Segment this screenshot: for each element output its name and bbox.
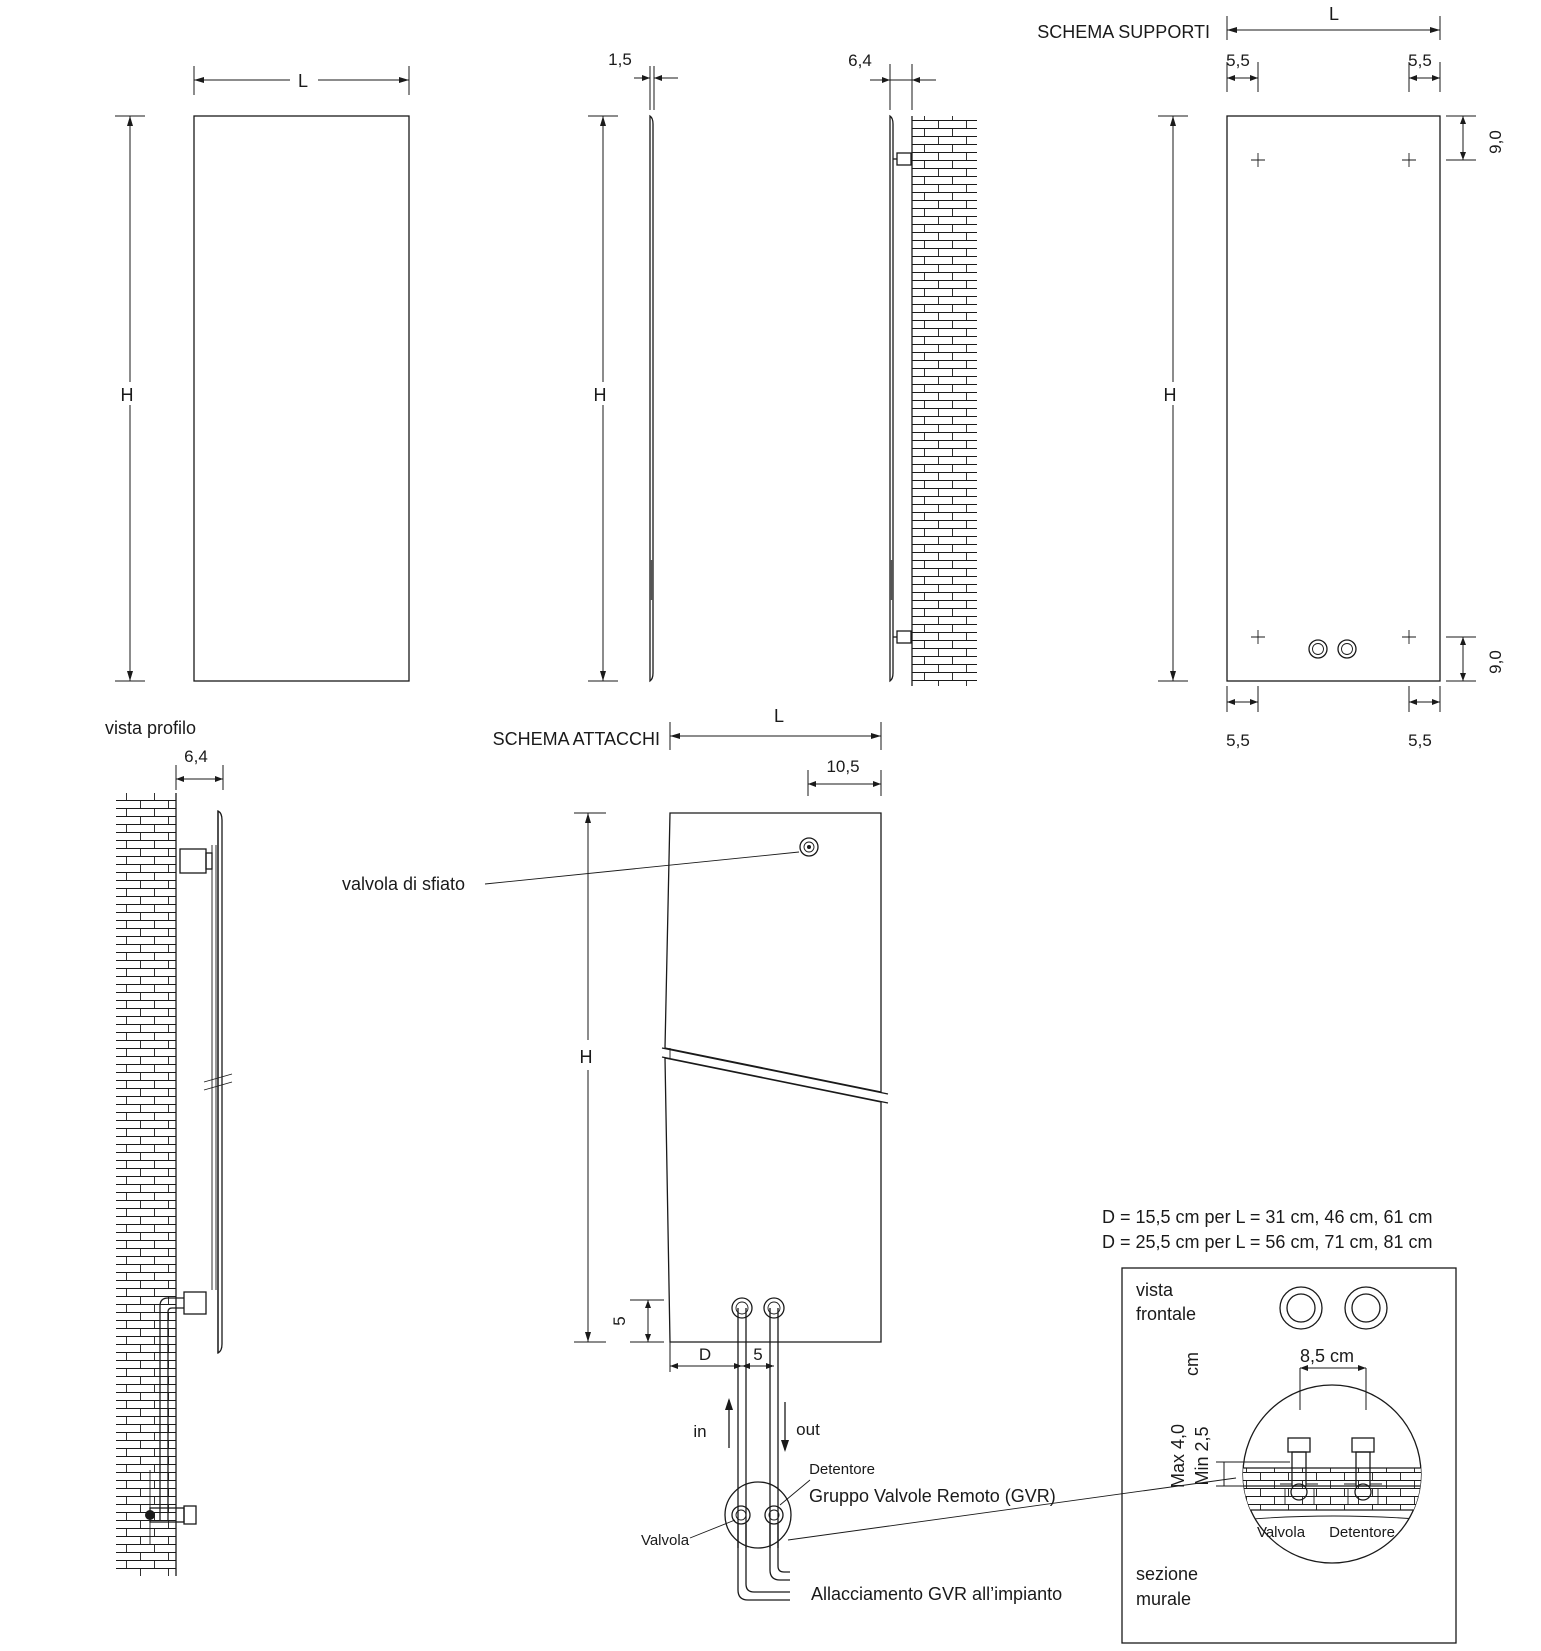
- note-line-1: D = 15,5 cm per L = 31 cm, 46 cm, 61 cm: [1102, 1207, 1432, 1227]
- supporti-connections: [1308, 639, 1357, 659]
- spacing-label: 5: [753, 1345, 762, 1364]
- schema-supporti: SCHEMA SUPPORTI L 5,5 5,5 5,5 5,5: [1037, 4, 1505, 750]
- schema-attacchi: SCHEMA ATTACCHI L 10,5 valvola di sfiato…: [342, 706, 1237, 1604]
- detentore-label: Detentore: [809, 1461, 875, 1478]
- support-marks: [1251, 153, 1416, 644]
- profilo-offset-label: 6,4: [184, 747, 208, 766]
- gvr-label: Gruppo Valvole Remoto (GVR): [809, 1486, 1056, 1506]
- front-label-2: frontale: [1136, 1304, 1196, 1324]
- notes: D = 15,5 cm per L = 31 cm, 46 cm, 61 cm …: [1102, 1207, 1432, 1252]
- supporti-height-label: H: [1164, 385, 1177, 405]
- section-label-1: sezione: [1136, 1564, 1198, 1584]
- front-height-label: H: [121, 385, 134, 405]
- max-depth-label: Max 4,0: [1168, 1424, 1188, 1488]
- supporti-bottom-vertical: 9,0: [1486, 650, 1505, 674]
- attacchi-height-label: H: [580, 1047, 593, 1067]
- schema-attacchi-title: SCHEMA ATTACCHI: [493, 729, 660, 749]
- valvola-label: Valvola: [641, 1532, 690, 1549]
- brick-wall-top: [912, 116, 977, 686]
- d-label: D: [699, 1345, 711, 1364]
- supporti-width-label: L: [1329, 4, 1339, 24]
- supporti-bottom-right-offset: 5,5: [1408, 731, 1432, 750]
- supporti-panel: [1226, 115, 1441, 682]
- detail-box: vista frontale cm Max 4,0 Min 2,5 8,5 cm: [1121, 1267, 1457, 1644]
- front-panel: [193, 115, 410, 682]
- wall-side-panel: [889, 114, 894, 683]
- front-view: L H: [115, 66, 410, 682]
- supporti-top-right-offset: 5,5: [1408, 51, 1432, 70]
- front-width-label: L: [298, 71, 308, 91]
- connection-label: Allacciamento GVR all’impianto: [811, 1584, 1062, 1604]
- vent-valve-label: valvola di sfiato: [342, 874, 465, 894]
- detail-detentore-label: Detentore: [1329, 1524, 1395, 1541]
- vista-profilo: vista profilo 6,4: [105, 718, 233, 1576]
- out-label: out: [796, 1420, 820, 1439]
- unit-label: cm: [1182, 1352, 1202, 1376]
- detail-valvola-label: Valvola: [1257, 1524, 1306, 1541]
- vista-profilo-title: vista profilo: [105, 718, 196, 738]
- side-panel: [649, 114, 654, 683]
- brick-wall-profile: [116, 793, 176, 1576]
- side-view-wall: 6,4: [848, 51, 977, 686]
- spacing-detail-label: 8,5 cm: [1300, 1346, 1354, 1366]
- front-label-1: vista: [1136, 1280, 1174, 1300]
- supporti-top-vertical: 9,0: [1486, 130, 1505, 154]
- attacchi-panel-bottom: [664, 1057, 882, 1343]
- side-view-panel: 1,5 H: [588, 50, 678, 683]
- note-line-2: D = 25,5 cm per L = 56 cm, 71 cm, 81 cm: [1102, 1232, 1432, 1252]
- supporti-bottom-left-offset: 5,5: [1226, 731, 1250, 750]
- vent-offset-label: 10,5: [826, 757, 859, 776]
- in-label: in: [693, 1422, 706, 1441]
- attacchi-width-label: L: [774, 706, 784, 726]
- side-height-label: H: [594, 385, 607, 405]
- wall-offset-label: 6,4: [848, 51, 872, 70]
- supporti-top-left-offset: 5,5: [1226, 51, 1250, 70]
- bottom-offset-label: 5: [610, 1316, 629, 1325]
- min-depth-label: Min 2,5: [1192, 1426, 1212, 1485]
- schema-supporti-title: SCHEMA SUPPORTI: [1037, 22, 1210, 42]
- panel-thickness-label: 1,5: [608, 50, 632, 69]
- section-label-2: murale: [1136, 1589, 1191, 1609]
